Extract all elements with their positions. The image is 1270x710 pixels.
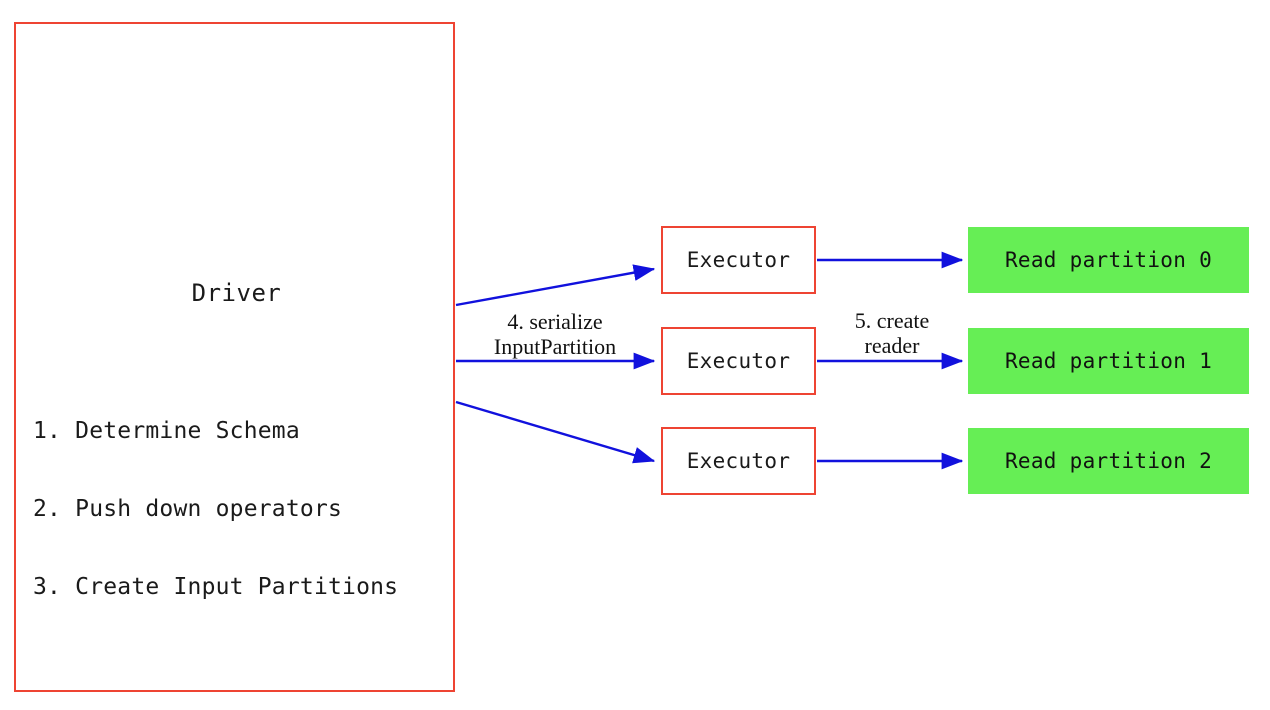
driver-step-1: 1. Determine Schema (33, 418, 300, 444)
partition-box-1: Read partition 1 (968, 328, 1249, 394)
edge-label-serialize-input-partition: 4. serialize InputPartition (493, 309, 617, 359)
driver-title: Driver (191, 279, 282, 307)
driver-step-2: 2. Push down operators (33, 496, 343, 522)
partition-box-0: Read partition 0 (968, 227, 1249, 293)
executor-box-0: Executor (661, 226, 816, 294)
driver-box: Driver 1. Determine Schema 2. Push down … (14, 22, 455, 692)
executor-box-2: Executor (661, 427, 816, 495)
arrow-driver-to-executor-2 (455, 400, 656, 464)
edge-label-create-reader: 5. create reader (854, 308, 930, 358)
driver-step-3: 3. Create Input Partitions (33, 574, 399, 600)
partition-box-2: Read partition 2 (968, 428, 1249, 494)
executor-box-1: Executor (661, 327, 816, 395)
driver-steps-list: 1. Determine Schema 2. Push down operato… (33, 366, 453, 652)
arrow-driver-to-executor-0 (455, 264, 656, 307)
